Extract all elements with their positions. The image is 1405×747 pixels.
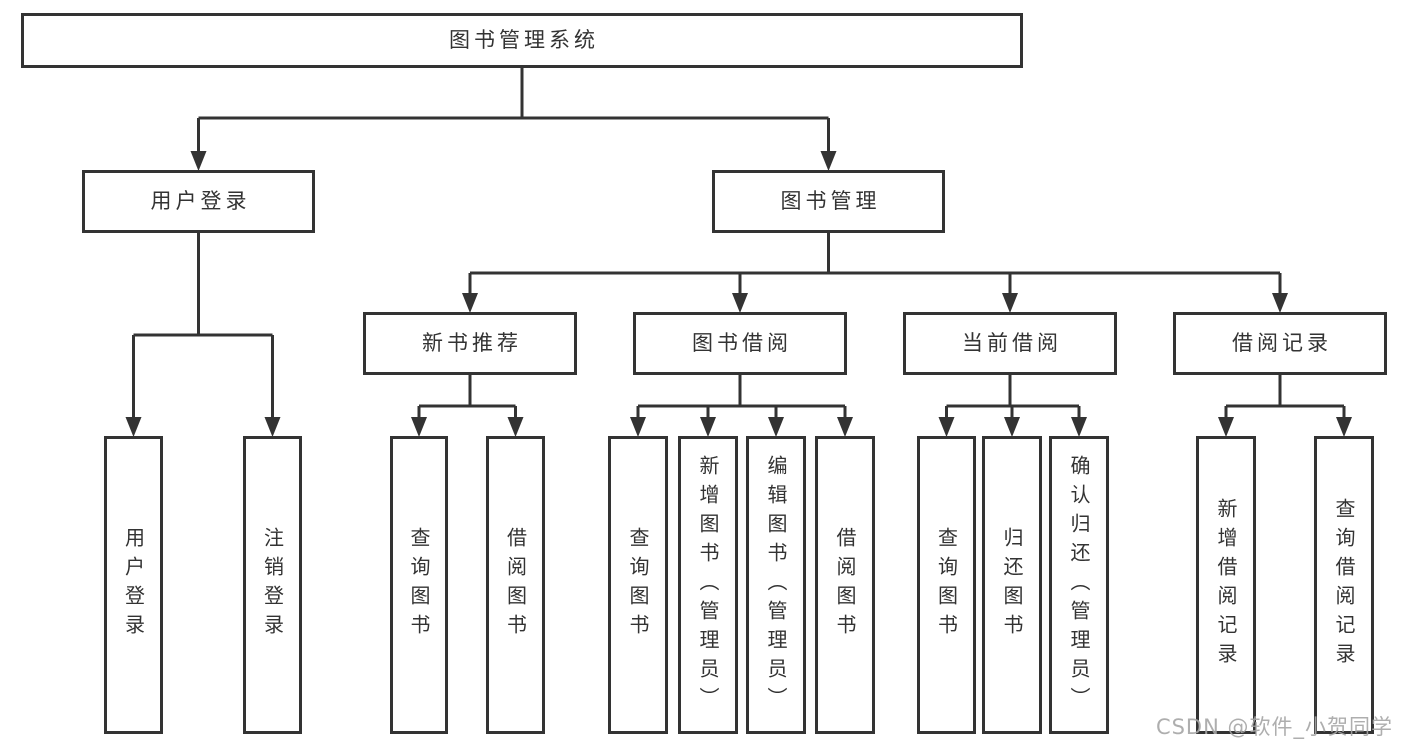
leaf-query-books-borrow: 查询图书 <box>608 436 668 734</box>
arrow-down-icon <box>1004 417 1020 437</box>
arrow-down-icon <box>768 417 784 437</box>
node-book-borrow: 图书借阅 <box>633 312 847 375</box>
node-label: 新增图书（管理员） <box>696 454 720 716</box>
arrow-down-icon <box>820 151 837 171</box>
node-label: 归还图书 <box>1000 527 1024 643</box>
watermark: CSDN @软件_小贺同学 <box>1155 715 1393 739</box>
connector-borrow-records-to-leaves <box>1218 375 1352 437</box>
arrow-down-icon <box>1272 293 1288 313</box>
arrow-down-icon <box>938 417 955 437</box>
node-user-login: 用户登录 <box>82 170 315 233</box>
connector-user-login-to-leaves <box>125 233 281 437</box>
node-label: 查询图书 <box>407 527 431 643</box>
node-label: 图书借阅 <box>692 331 792 355</box>
node-label: 编辑图书（管理员） <box>764 454 788 716</box>
node-label: 用户登录 <box>121 527 146 643</box>
connector-root-to-level2 <box>190 68 837 171</box>
node-book-management: 图书管理 <box>712 170 945 233</box>
leaf-add-book-admin: 新增图书（管理员） <box>678 436 738 734</box>
node-label: 借阅图书 <box>833 527 857 643</box>
leaf-logout: 注销登录 <box>243 436 302 734</box>
connector-new-book-recommend-to-leaves <box>411 375 524 437</box>
node-label: 查询图书 <box>626 527 650 643</box>
arrow-down-icon <box>190 151 207 171</box>
arrow-down-icon <box>125 417 142 437</box>
leaf-confirm-return-admin: 确认归还（管理员） <box>1049 436 1109 734</box>
node-label: 注销登录 <box>260 527 285 643</box>
leaf-add-borrow-record: 新增借阅记录 <box>1196 436 1256 734</box>
node-label: 图书管理 <box>780 189 881 213</box>
node-label: 用户登录 <box>150 189 251 213</box>
arrow-down-icon <box>837 417 853 437</box>
node-label: 确认归还（管理员） <box>1067 454 1091 716</box>
leaf-return-book: 归还图书 <box>982 436 1042 734</box>
node-label: 新书推荐 <box>422 331 522 355</box>
arrow-down-icon <box>264 417 281 437</box>
connector-current-borrow-to-leaves <box>938 375 1087 437</box>
arrow-down-icon <box>1336 417 1352 437</box>
arrow-down-icon <box>507 417 524 437</box>
node-root: 图书管理系统 <box>21 13 1023 68</box>
arrow-down-icon <box>1218 417 1234 437</box>
node-new-book-recommend: 新书推荐 <box>363 312 577 375</box>
leaf-borrow-books: 借阅图书 <box>815 436 875 734</box>
arrow-down-icon <box>1002 293 1018 313</box>
leaf-user-login: 用户登录 <box>104 436 163 734</box>
node-label: 借阅图书 <box>503 527 528 643</box>
arrow-down-icon <box>630 417 646 437</box>
node-label: 查询借阅记录 <box>1332 498 1356 672</box>
arrow-down-icon <box>732 293 748 313</box>
arrow-down-icon <box>1071 417 1087 437</box>
node-borrow-records: 借阅记录 <box>1173 312 1387 375</box>
arrow-down-icon <box>462 293 478 313</box>
node-label: 图书管理系统 <box>449 28 599 52</box>
arrow-down-icon <box>700 417 716 437</box>
connector-book-management-to-level3 <box>462 233 1288 313</box>
node-label: 新增借阅记录 <box>1214 498 1238 672</box>
leaf-edit-book-admin: 编辑图书（管理员） <box>746 436 806 734</box>
leaf-query-borrow-record: 查询借阅记录 <box>1314 436 1374 734</box>
connector-book-borrow-to-leaves <box>630 375 853 437</box>
node-current-borrow: 当前借阅 <box>903 312 1117 375</box>
node-label: 查询图书 <box>934 527 959 643</box>
leaf-borrow-books-recommend: 借阅图书 <box>486 436 545 734</box>
node-label: 当前借阅 <box>962 331 1062 355</box>
leaf-query-books-recommend: 查询图书 <box>390 436 448 734</box>
arrow-down-icon <box>411 417 427 437</box>
node-label: 借阅记录 <box>1232 331 1332 355</box>
leaf-query-books-current: 查询图书 <box>917 436 976 734</box>
